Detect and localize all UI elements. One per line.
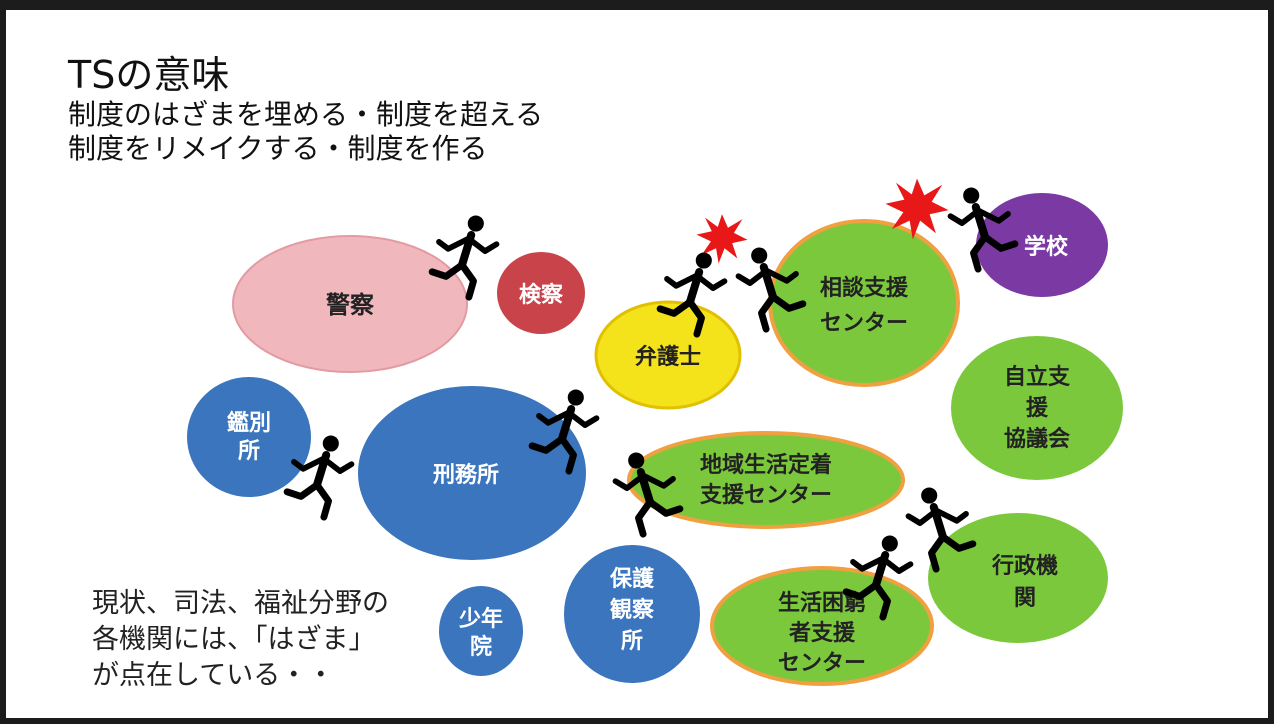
prison-label: 刑務所 <box>433 462 499 488</box>
needy-support-label-3: センター <box>778 651 866 676</box>
subtitle-line-1: 制度のはざまを埋める・制度を超える <box>68 98 543 131</box>
administrative-agency-label-2: 関 <box>1014 586 1036 611</box>
police-label: 警察 <box>325 291 375 319</box>
police-node <box>232 235 468 373</box>
independence-council-node <box>951 336 1123 480</box>
consultation-center-label-2: センター <box>820 311 908 336</box>
juvenile-school-label-1: 少年 <box>458 606 503 632</box>
independence-council-label-2: 援 <box>1026 396 1049 421</box>
lawyer-node <box>594 300 742 410</box>
needy-support-label-2: 者支援 <box>788 621 856 646</box>
prosecution-label: 検察 <box>519 282 564 308</box>
needy-support-center-node <box>710 566 934 686</box>
note-line-2: 各機関には、「はざま」 <box>92 624 376 655</box>
note-line-3: が点在している・・ <box>92 660 334 691</box>
note-line-1: 現状、司法、福祉分野の <box>92 588 389 619</box>
juvenile-school-label-2: 院 <box>470 634 492 660</box>
probation-office-label-3: 所 <box>621 629 643 654</box>
classification-home-label-2: 所 <box>238 439 260 464</box>
probation-office-node <box>564 545 700 683</box>
classification-home-label-1: 鑑別 <box>227 410 271 436</box>
community-settlement-label-1: 地域生活定着 <box>700 452 832 478</box>
probation-office-label-2: 観察 <box>610 597 655 623</box>
prosecution-node <box>497 252 585 334</box>
juvenile-school-node <box>439 586 523 676</box>
probation-office-label-1: 保護 <box>609 566 655 592</box>
prison-node <box>358 386 586 560</box>
school-label: 学校 <box>1024 234 1069 260</box>
community-settlement-label-2: 支援センター <box>700 483 832 508</box>
administrative-agency-label-1: 行政機 <box>991 553 1058 579</box>
classification-home-node <box>187 377 311 497</box>
school-node <box>976 193 1108 297</box>
page-title: TSの意味 <box>67 53 229 97</box>
subtitle-line-2: 制度をリメイクする・制度を作る <box>68 132 487 165</box>
consultation-center-label-1: 相談支援 <box>820 275 909 301</box>
lawyer-label: 弁護士 <box>635 344 701 370</box>
community-settlement-center-node <box>627 431 905 529</box>
independence-council-label-1: 自立支 <box>1004 364 1071 390</box>
independence-council-label-3: 協議会 <box>1004 426 1070 452</box>
